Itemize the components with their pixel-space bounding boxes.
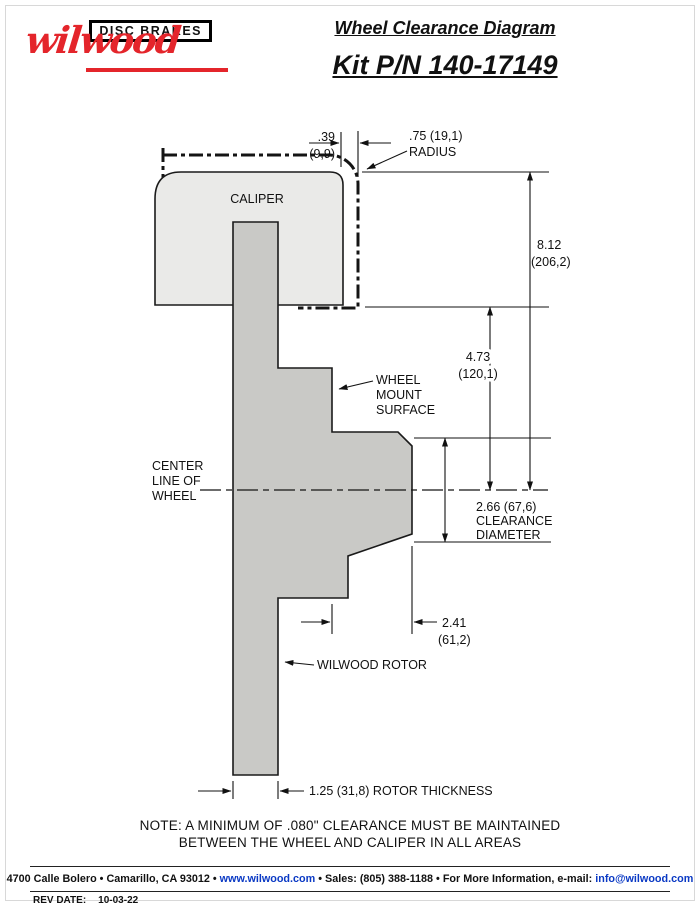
header: Wheel Clearance Diagram Kit P/N 140-1714…: [205, 18, 685, 81]
dim-125-label: 1.25 (31,8) ROTOR THICKNESS: [309, 784, 493, 798]
wheel-mount-line3: SURFACE: [376, 403, 435, 417]
wheel-profile-line: [161, 148, 360, 310]
caliper-label: CALIPER: [230, 192, 284, 206]
wheel-mount-leader: [338, 380, 374, 390]
center-line-line2: LINE OF: [152, 474, 201, 488]
dim-266-diameter-label: DIAMETER: [476, 528, 541, 542]
dim-812-metric: (206,2): [531, 255, 571, 269]
rotor-label-group: WILWOOD ROTOR: [284, 658, 427, 672]
dim-812-value: 8.12: [537, 238, 561, 252]
dim-75-radius: .75 (19,1) RADIUS: [366, 129, 463, 170]
dim-266-clearance: 2.66 (67,6) CLEARANCE DIAMETER: [414, 437, 552, 543]
footer-contact-line: 4700 Calle Bolero • Camarillo, CA 93012 …: [0, 873, 700, 885]
dim-812: 8.12 (206,2): [362, 171, 571, 491]
dim-75-value: .75 (19,1): [409, 129, 463, 143]
dim-75-radius-label: RADIUS: [409, 145, 456, 159]
dim-125-rotor-thickness: 1.25 (31,8) ROTOR THICKNESS: [198, 781, 493, 799]
rev-date-label: REV DATE:: [33, 895, 87, 906]
dim-39-value: .39: [318, 130, 335, 144]
logo-underline: [86, 68, 228, 72]
clearance-note: NOTE: A MINIMUM OF .080" CLEARANCE MUST …: [0, 817, 700, 851]
wilwood-email-link[interactable]: info@wilwood.com: [595, 873, 694, 885]
dim-241-value: 2.41: [442, 616, 466, 630]
dim-473: 4.73 (120,1): [365, 306, 549, 491]
clearance-note-line2: BETWEEN THE WHEEL AND CALIPER IN ALL ARE…: [178, 835, 522, 850]
kit-part-number: Kit P/N 140-17149: [332, 50, 558, 80]
dim-266-clearance-label: CLEARANCE: [476, 514, 552, 528]
dim-266-value: 2.66 (67,6): [476, 500, 536, 514]
footer-sales: • Sales: (805) 388-1188 • For More Infor…: [315, 873, 596, 885]
dim-473-metric: (120,1): [458, 367, 498, 381]
rev-date: REV DATE: 10-03-22: [33, 895, 138, 906]
footer-address: 4700 Calle Bolero • Camarillo, CA 93012 …: [6, 873, 220, 885]
wilwood-script-logo: wilwood: [23, 18, 182, 62]
wilwood-website-link[interactable]: www.wilwood.com: [219, 873, 316, 885]
clearance-note-line1: NOTE: A MINIMUM OF .080" CLEARANCE MUST …: [139, 818, 561, 833]
rotor-leader: [284, 659, 315, 666]
wilwood-logo: DISC BRAKES wilwood: [23, 16, 228, 72]
dim-39: .39 (9,9): [309, 130, 391, 177]
dim-473-value: 4.73: [466, 350, 490, 364]
wheel-mount-line1: WHEEL: [376, 373, 421, 387]
page-title: Wheel Clearance Diagram: [334, 18, 556, 38]
wheel-mount-surface-label: WHEEL MOUNT SURFACE: [338, 373, 435, 417]
footer-divider-top: [30, 866, 670, 867]
center-line-line1: CENTER: [152, 459, 203, 473]
footer-divider-bottom: [30, 891, 670, 892]
dim-241: 2.41 (61,2): [301, 546, 471, 647]
dim-75-leader: [366, 150, 408, 170]
center-line-label: CENTER LINE OF WHEEL: [152, 459, 203, 503]
rotor-label: WILWOOD ROTOR: [317, 658, 427, 672]
center-line-line3: WHEEL: [152, 489, 197, 503]
wheel-mount-line2: MOUNT: [376, 388, 422, 402]
dim-39-metric: (9,9): [309, 147, 335, 161]
disc-brakes-badge: DISC BRAKES: [89, 20, 212, 42]
dim-241-metric: (61,2): [438, 633, 471, 647]
rev-date-value: 10-03-22: [98, 895, 139, 906]
